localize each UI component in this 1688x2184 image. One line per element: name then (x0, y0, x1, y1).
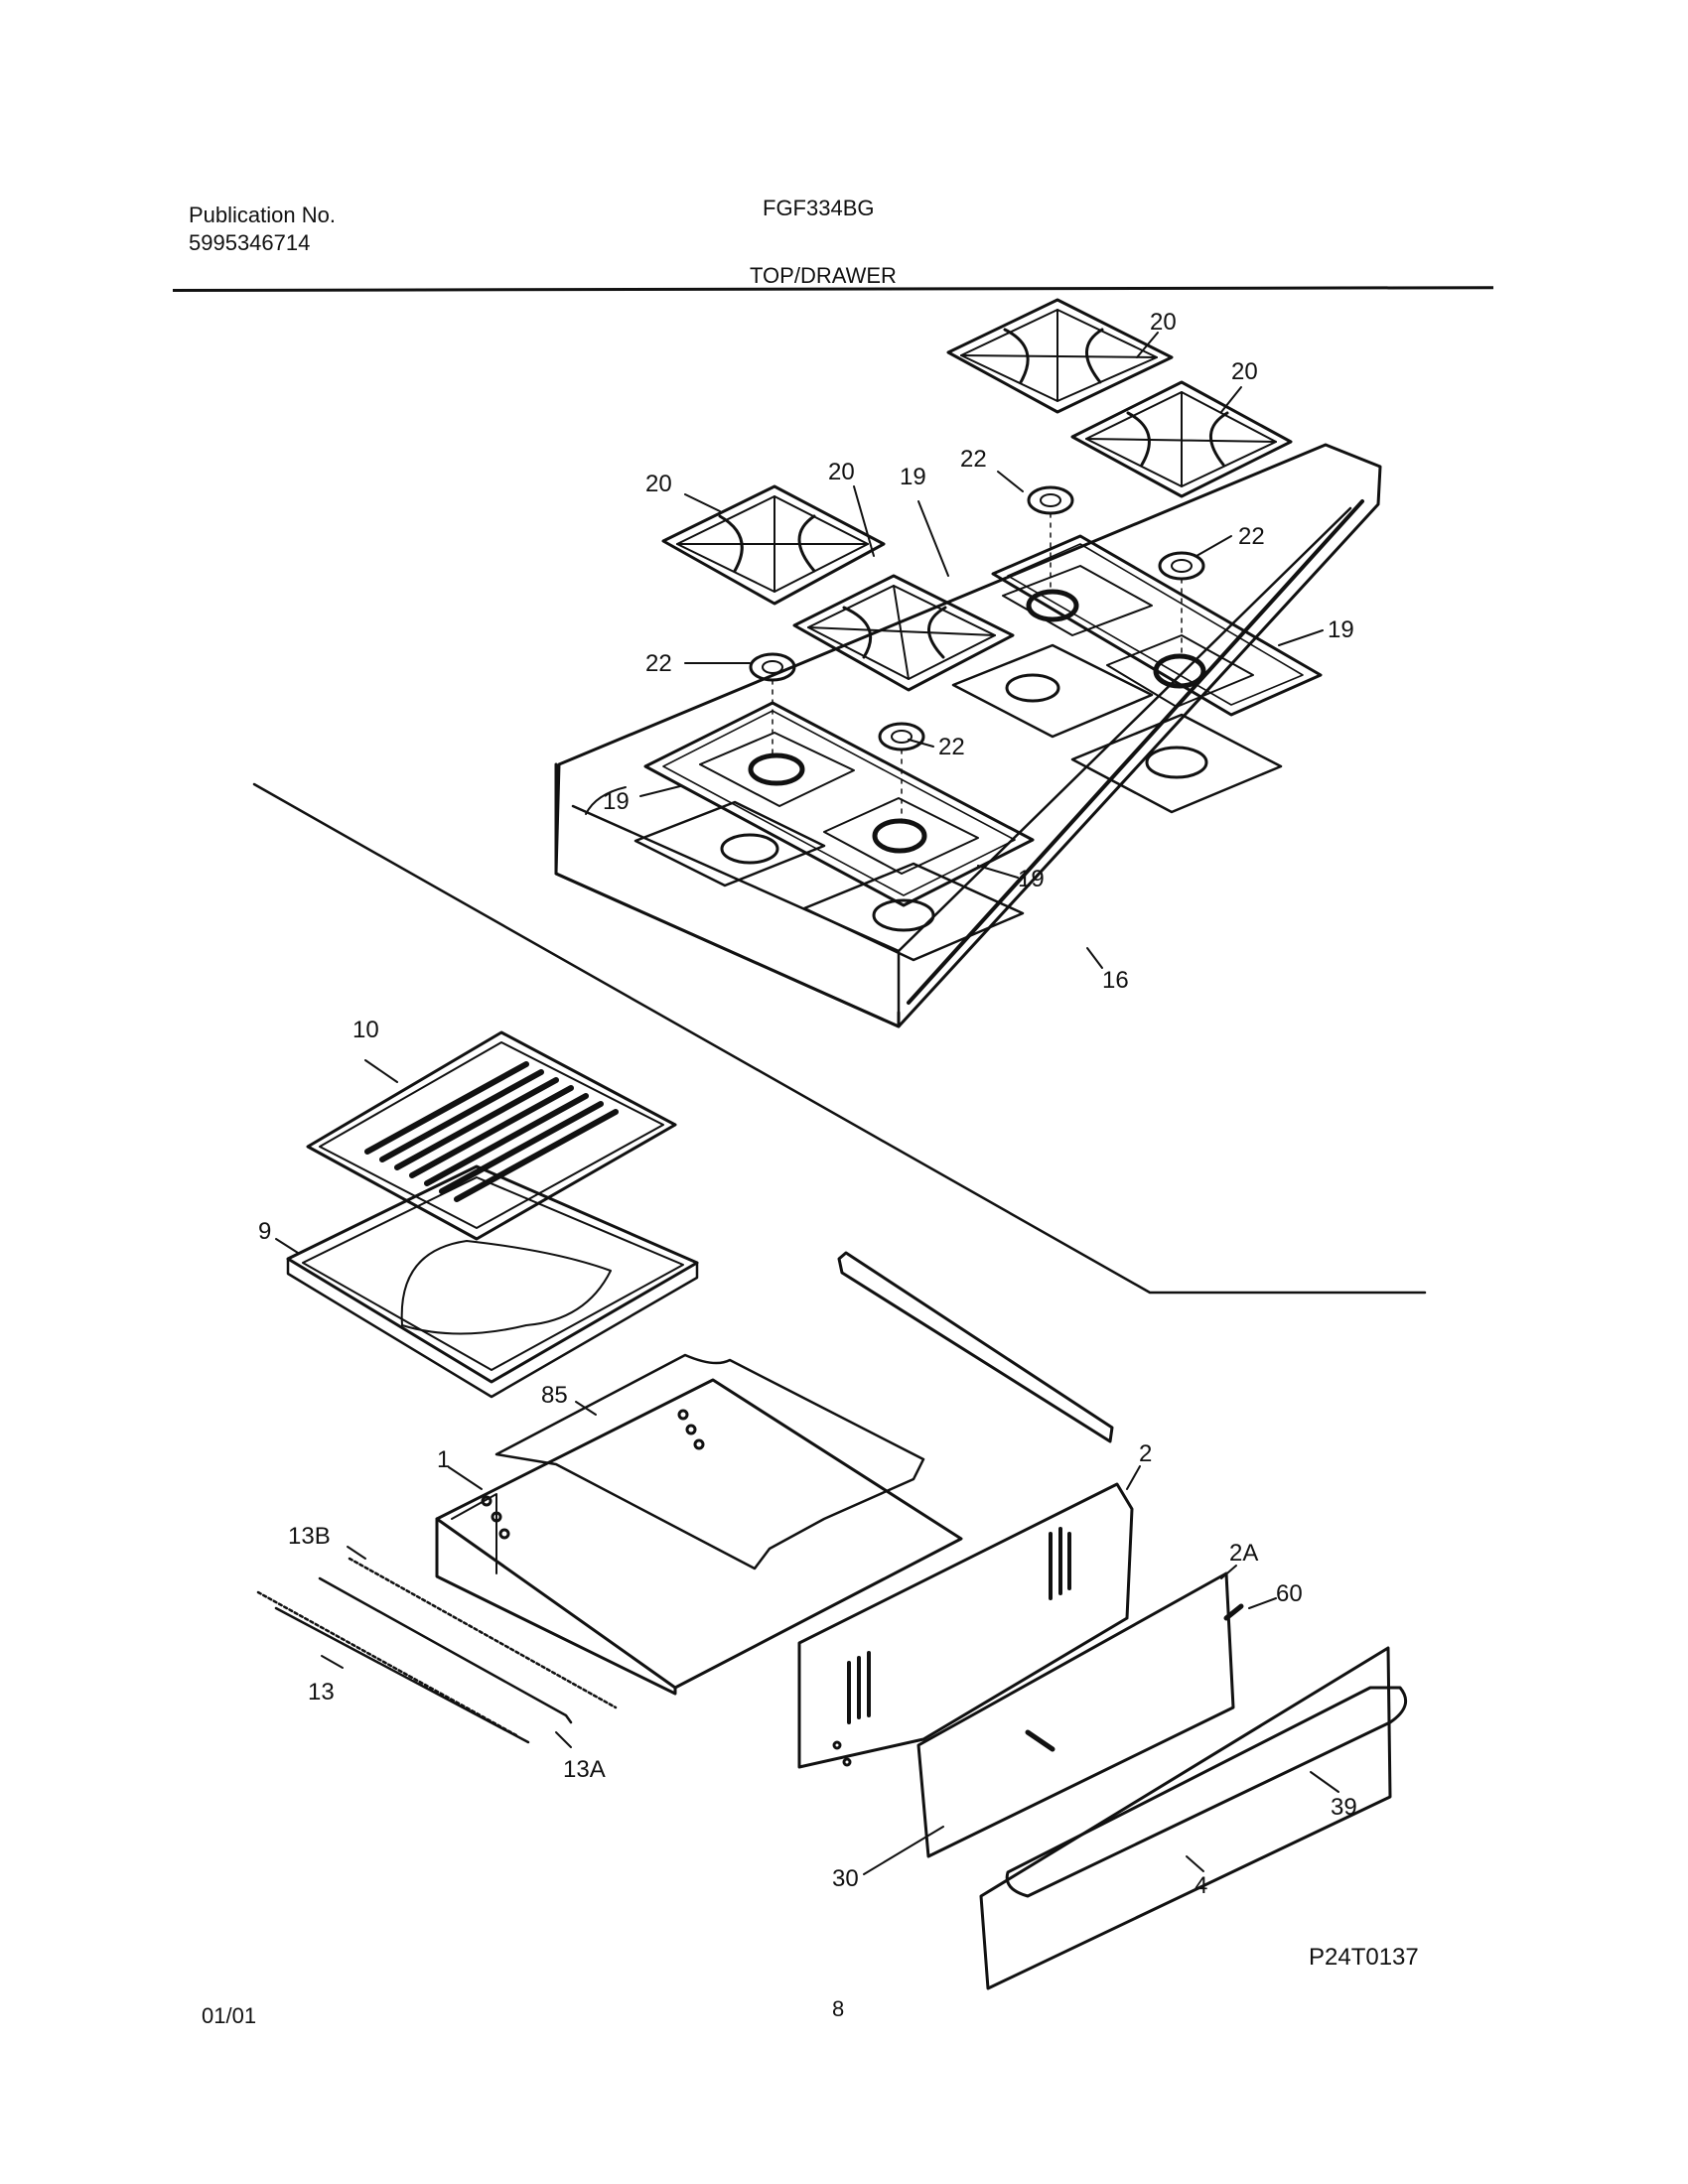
callout-1: 1 (437, 1446, 450, 1473)
drawer-wire-rack (494, 1353, 925, 1570)
callout-20: 20 (645, 471, 672, 497)
callout-10: 10 (352, 1017, 379, 1043)
leader-lines (275, 332, 1339, 1875)
callout-39: 39 (1331, 1794, 1357, 1821)
callout-20: 20 (828, 459, 855, 485)
callout-20: 20 (1231, 358, 1258, 385)
burner-caps (749, 485, 1205, 823)
broiler-pan (286, 1164, 699, 1399)
section-title: TOP/DRAWER (750, 263, 897, 288)
callout-22: 22 (1238, 523, 1265, 550)
grate-center (792, 574, 1015, 692)
callout-16: 16 (1102, 967, 1129, 994)
callout-19: 19 (900, 464, 926, 490)
drawer-body (435, 1378, 963, 1696)
publication-number: 5995346714 (189, 230, 311, 255)
callout-20: 20 (1150, 309, 1177, 336)
model-number: FGF334BG (763, 196, 875, 220)
cooktop-assembly (554, 443, 1382, 1028)
grate-rear-right (1070, 380, 1293, 498)
callout-60: 60 (1276, 1580, 1303, 1607)
callout-19: 19 (1018, 866, 1045, 892)
callout-85: 85 (541, 1382, 568, 1409)
callout-22: 22 (645, 650, 672, 677)
slide-rails (256, 1557, 618, 1744)
grate-rear-left (946, 298, 1174, 414)
burner-head-front-left (643, 701, 1035, 907)
callout-13B: 13B (288, 1523, 331, 1550)
publication-label: Publication No. (189, 203, 336, 227)
callout-13A: 13A (563, 1756, 606, 1783)
callout-19: 19 (1328, 616, 1354, 643)
callout-19: 19 (603, 788, 630, 815)
figure-id: P24T0137 (1309, 1944, 1419, 1971)
callout-30: 30 (832, 1865, 859, 1892)
drawer-front-panel (797, 1482, 1134, 1769)
section-divider-line (252, 782, 1427, 1295)
callout-9: 9 (258, 1218, 271, 1245)
callout-4: 4 (1195, 1872, 1207, 1899)
callout-22: 22 (938, 734, 965, 760)
callout-22: 22 (960, 446, 987, 473)
drawer-face-assembly (916, 1571, 1408, 1990)
callout-2A: 2A (1229, 1540, 1258, 1567)
callout-labels: 20 20 20 20 19 22 22 19 22 22 19 19 16 1… (258, 309, 1357, 1899)
page-number: 8 (832, 1996, 845, 2021)
footer-date: 01/01 (202, 2003, 257, 2028)
drawer-support-bar (837, 1251, 1114, 1443)
broiler-grid (306, 1030, 677, 1241)
callout-2: 2 (1139, 1440, 1152, 1467)
burner-head-rear-right (991, 534, 1323, 717)
callout-13: 13 (308, 1679, 335, 1706)
grate-left (661, 484, 886, 606)
